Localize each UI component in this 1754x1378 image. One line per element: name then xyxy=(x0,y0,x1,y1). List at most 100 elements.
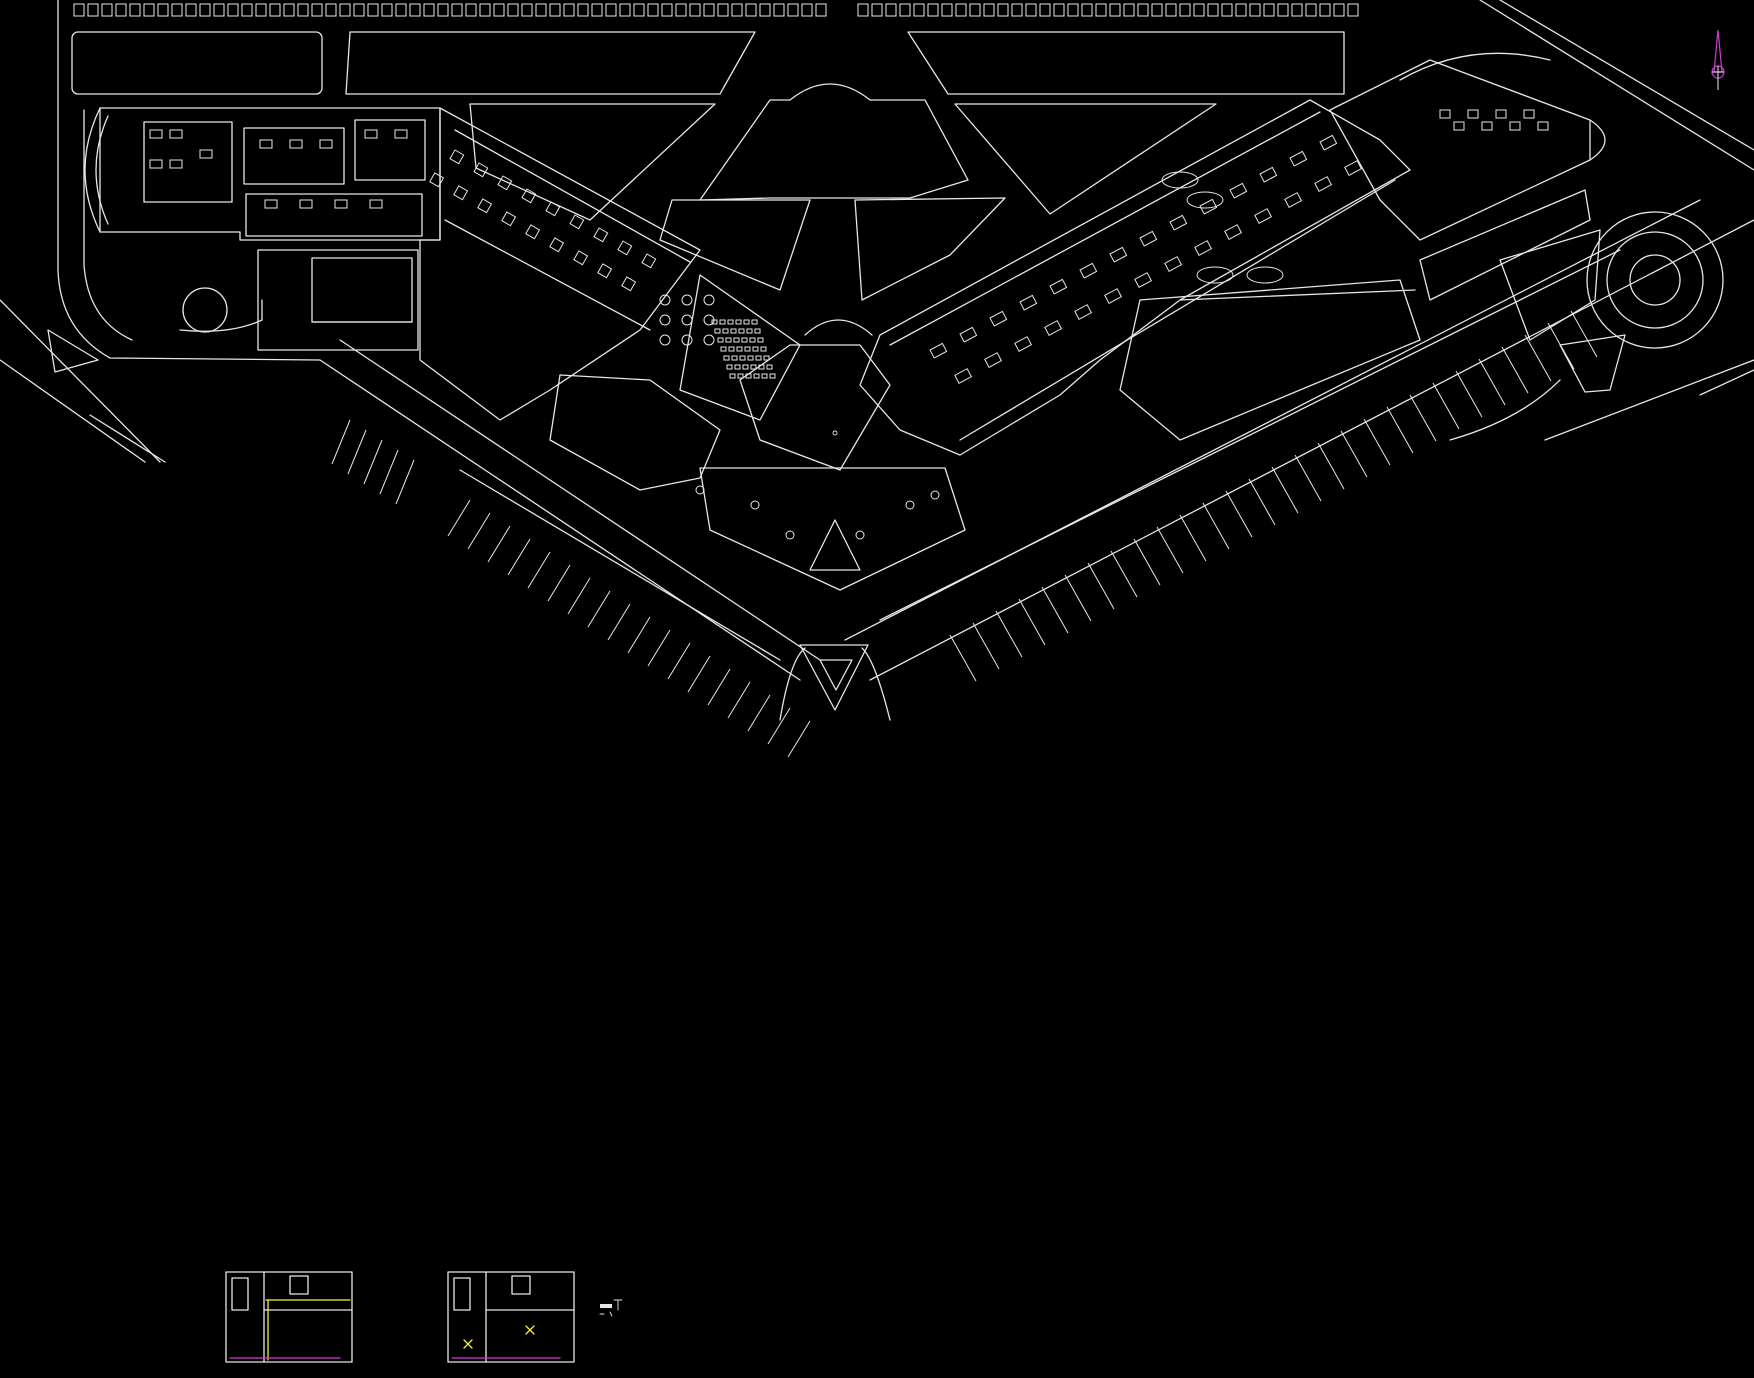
parking-stall xyxy=(731,3,743,17)
seat xyxy=(746,328,753,334)
seat xyxy=(719,319,726,325)
parking-stall-line xyxy=(1064,574,1092,622)
parking-stall-line xyxy=(727,681,751,719)
parking-stall xyxy=(745,3,757,17)
seat xyxy=(725,337,732,343)
parking-island-1 xyxy=(71,31,323,95)
parking-stall xyxy=(1151,3,1163,17)
parking-stall xyxy=(913,3,925,17)
parking-stall-line xyxy=(1248,478,1276,526)
roundabout-east-outer xyxy=(1586,211,1724,349)
seat xyxy=(737,373,744,379)
desk xyxy=(1289,150,1308,167)
parking-stall-line xyxy=(587,590,611,628)
north-arrow-icon xyxy=(1711,29,1725,90)
road-diag-w2 xyxy=(0,359,146,463)
parking-stall xyxy=(703,3,715,17)
parking-stall xyxy=(1221,3,1233,17)
seat xyxy=(734,364,741,370)
enlarged-plan-1-outline xyxy=(225,1271,353,1363)
desk xyxy=(545,201,561,217)
parking-stall-line xyxy=(1317,442,1345,490)
west-wing-curved-wall xyxy=(84,107,101,233)
seat xyxy=(733,337,740,343)
desk xyxy=(525,224,541,240)
desk xyxy=(1314,176,1333,192)
parking-stall xyxy=(507,3,519,17)
parking-stall xyxy=(297,3,309,17)
parking-stall xyxy=(927,3,939,17)
road-ne-2 xyxy=(1499,0,1754,151)
parking-stall-line xyxy=(627,616,651,654)
parking-stall xyxy=(283,3,295,17)
parking-stall xyxy=(1235,3,1247,17)
enlarged-plan-2 xyxy=(447,1271,575,1363)
south-west-room xyxy=(549,374,721,491)
parking-stall-line xyxy=(1340,430,1368,478)
parking-stall-line xyxy=(747,694,771,732)
seat xyxy=(729,373,736,379)
entry-curb-w xyxy=(779,647,806,721)
desk xyxy=(1344,160,1363,176)
desk xyxy=(264,199,278,209)
parking-stall xyxy=(969,3,981,17)
road-edge-west xyxy=(57,0,321,361)
seat xyxy=(743,319,750,325)
parking-stall xyxy=(395,3,407,17)
fixture xyxy=(930,490,940,500)
road-ne-3 xyxy=(1699,369,1754,396)
seat xyxy=(739,355,746,361)
road-south-east-3 xyxy=(879,249,1621,621)
parking-stall-line xyxy=(527,551,551,589)
lecture-hall xyxy=(679,274,801,421)
parking-stall xyxy=(815,3,827,17)
hub-marker xyxy=(832,430,838,436)
parking-stall-line xyxy=(1271,466,1299,514)
parking-stall xyxy=(101,3,113,17)
parking-stall-line xyxy=(647,629,671,667)
parking-stall-line xyxy=(1478,358,1506,406)
road-south-east-1 xyxy=(869,219,1754,681)
desk xyxy=(364,129,378,139)
room-w1 xyxy=(143,121,233,203)
parking-stall xyxy=(1333,3,1345,17)
roundabout-west-arm xyxy=(179,299,263,332)
lawn-southeast xyxy=(854,197,1006,301)
central-lawn xyxy=(699,83,969,201)
south-central-triangle xyxy=(809,519,861,571)
enlarged-plan-2-room xyxy=(453,1277,471,1311)
parking-stall-line xyxy=(1363,418,1391,466)
parking-stall xyxy=(367,3,379,17)
parking-stall xyxy=(619,3,631,17)
seat xyxy=(731,355,738,361)
table xyxy=(659,334,671,346)
parking-stall xyxy=(633,3,645,17)
entry-island-inner xyxy=(819,659,853,691)
desk xyxy=(954,368,973,384)
parking-stall xyxy=(185,3,197,17)
desk xyxy=(1079,262,1098,279)
legend-key xyxy=(599,1299,623,1317)
road-ne-1 xyxy=(1479,0,1754,171)
parking-stall xyxy=(563,3,575,17)
parking-stall xyxy=(983,3,995,17)
table xyxy=(681,314,693,326)
parking-stall-line xyxy=(447,499,471,537)
desk xyxy=(597,263,613,279)
parking-stall xyxy=(1347,3,1359,17)
lawn-southwest xyxy=(659,199,811,291)
parking-stall xyxy=(1011,3,1023,17)
seat xyxy=(720,346,727,352)
enlarged-plan-2-outline xyxy=(447,1271,575,1363)
parking-stall-line xyxy=(363,439,383,485)
legend-mark xyxy=(599,1311,613,1317)
fixture xyxy=(750,500,760,510)
parking-stall xyxy=(437,3,449,17)
parking-stall xyxy=(717,3,729,17)
west-wing-corridor-1 xyxy=(454,129,691,263)
parking-stall xyxy=(381,3,393,17)
entry-island xyxy=(799,644,869,711)
east-south-wing xyxy=(1119,279,1421,441)
desk xyxy=(1044,320,1063,336)
